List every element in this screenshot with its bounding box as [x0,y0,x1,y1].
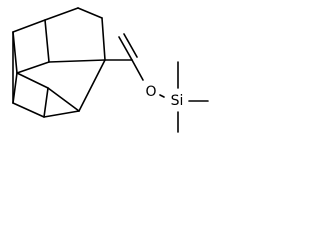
molecule-drawing: O Si [12,7,209,133]
adamantane-cage [12,7,106,118]
bond-ad1 [77,7,103,19]
bond-ad3 [101,17,106,61]
bond-ad11 [12,102,45,118]
double-bond-a [118,36,133,61]
silicon-label: Si [171,93,184,109]
bond-ad16 [48,59,106,63]
bond-ad4 [12,19,46,33]
bond-o-si [159,94,165,98]
bond-ad15 [43,110,80,118]
bond-ad13 [12,72,18,104]
bond-ad8 [16,72,49,89]
double-bond-b [123,33,138,58]
bond-ad5 [44,19,50,63]
structure-diagram: O Si [0,0,216,138]
vinyl-silyl-ether [104,33,209,133]
bond-c-o [131,59,144,81]
oxygen-label: O [145,84,156,100]
bond-ad7 [16,61,50,74]
bond-ad2 [44,7,79,21]
bond-ad14 [78,59,106,112]
bond-ad9 [47,87,80,112]
bond-ad10 [43,87,49,118]
